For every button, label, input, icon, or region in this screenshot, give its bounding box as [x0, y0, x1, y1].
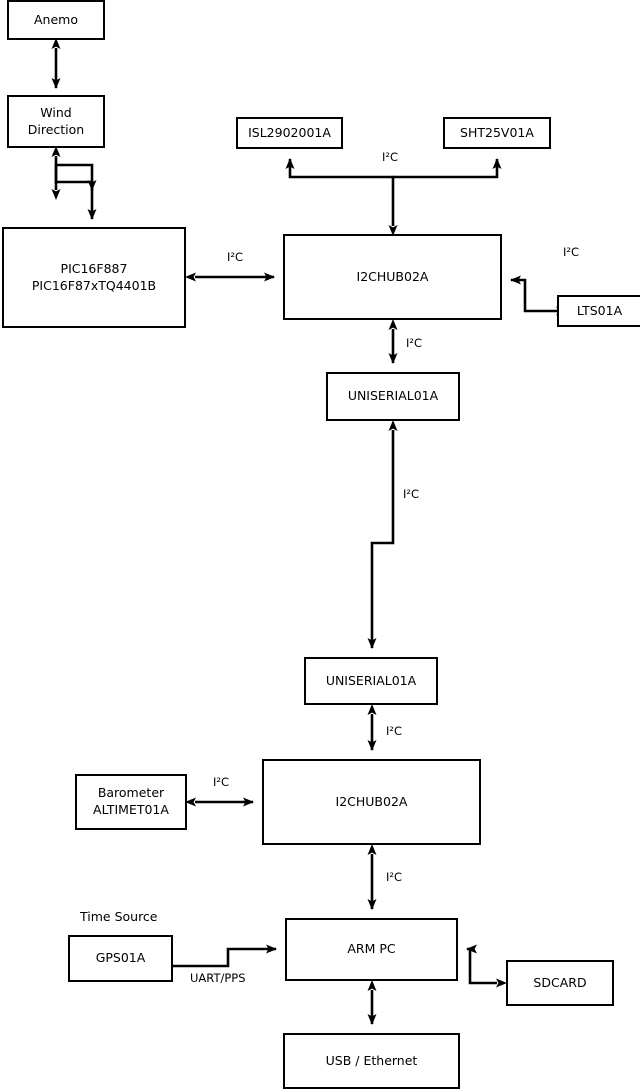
edge-label-i2c-sensor-bus: I²C [382, 150, 399, 164]
node-lts01a[interactable]: LTS01A [557, 295, 640, 327]
edge-label-i2c-uniserial-hub2: I²C [386, 724, 403, 738]
edge-label-i2c-barometer-hub: I²C [213, 775, 230, 789]
edge-label-i2c-hub-armpc: I²C [386, 870, 403, 884]
edge-label-i2c-uniserial-link: I²C [403, 487, 420, 501]
edge-label-i2c-pic-hub: I²C [227, 250, 244, 264]
edge-label-i2c-hub-lts: I²C [563, 245, 580, 259]
node-sht25v01a[interactable]: SHT25V01A [443, 117, 551, 149]
edge-label-i2c-hub-uniserial: I²C [406, 336, 423, 350]
connector-gps-armpc [173, 944, 277, 968]
connector-hubtop-lts [510, 275, 567, 316]
node-usb-ethernet[interactable]: USB / Ethernet [283, 1033, 460, 1089]
node-wind-direction[interactable]: Wind Direction [7, 95, 105, 148]
node-gps01a[interactable]: GPS01A [68, 935, 173, 982]
connector-wind-pic [51, 163, 97, 200]
node-pic-microcontroller[interactable]: PIC16F887 PIC16F87xTQ4401B [2, 227, 186, 328]
node-uniserial01a-top[interactable]: UNISERIAL01A [326, 372, 460, 421]
node-anemo[interactable]: Anemo [7, 0, 105, 40]
connector-uniserial-link [367, 420, 398, 649]
node-i2chub02a-top[interactable]: I2CHUB02A [283, 234, 502, 320]
label-time-source: Time Source [80, 909, 158, 924]
edge-label-uart-pps: UART/PPS [190, 971, 246, 985]
node-arm-pc[interactable]: ARM PC [285, 918, 458, 981]
connector-hubtop-sensorbus [285, 158, 398, 236]
connector-armpc-sdcard [466, 944, 507, 988]
node-uniserial01a-bottom[interactable]: UNISERIAL01A [304, 657, 438, 705]
node-i2chub02a-bottom[interactable]: I2CHUB02A [262, 759, 481, 845]
node-barometer-altimet01a[interactable]: Barometer ALTIMET01A [75, 774, 187, 830]
node-isl2902001a[interactable]: ISL2902001A [236, 117, 343, 149]
node-sdcard[interactable]: SDCARD [506, 960, 614, 1006]
connector-bus-sht [393, 158, 502, 179]
